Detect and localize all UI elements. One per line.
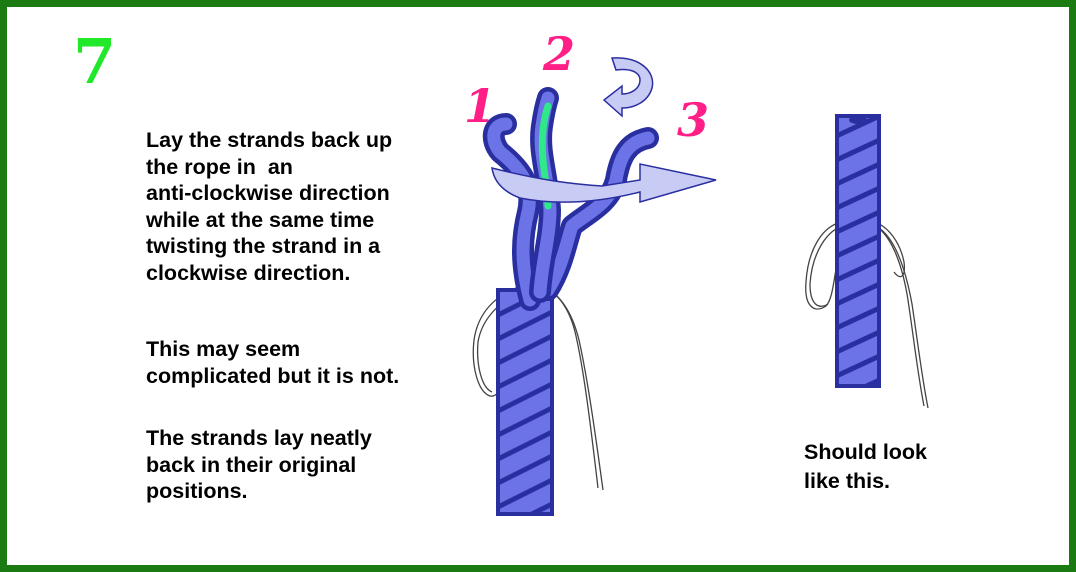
strand-label-3: 3	[677, 93, 709, 147]
twist-direction-arrow	[604, 58, 653, 116]
strand-label-1: 1	[464, 79, 496, 133]
finished-rope-body	[828, 112, 888, 404]
strand-label-2: 2	[542, 27, 575, 81]
rope-end	[849, 116, 867, 124]
rope-body	[488, 284, 560, 536]
splicing-rope-illustration: 1 2 3	[464, 27, 716, 536]
finished-rope-illustration	[806, 112, 928, 408]
